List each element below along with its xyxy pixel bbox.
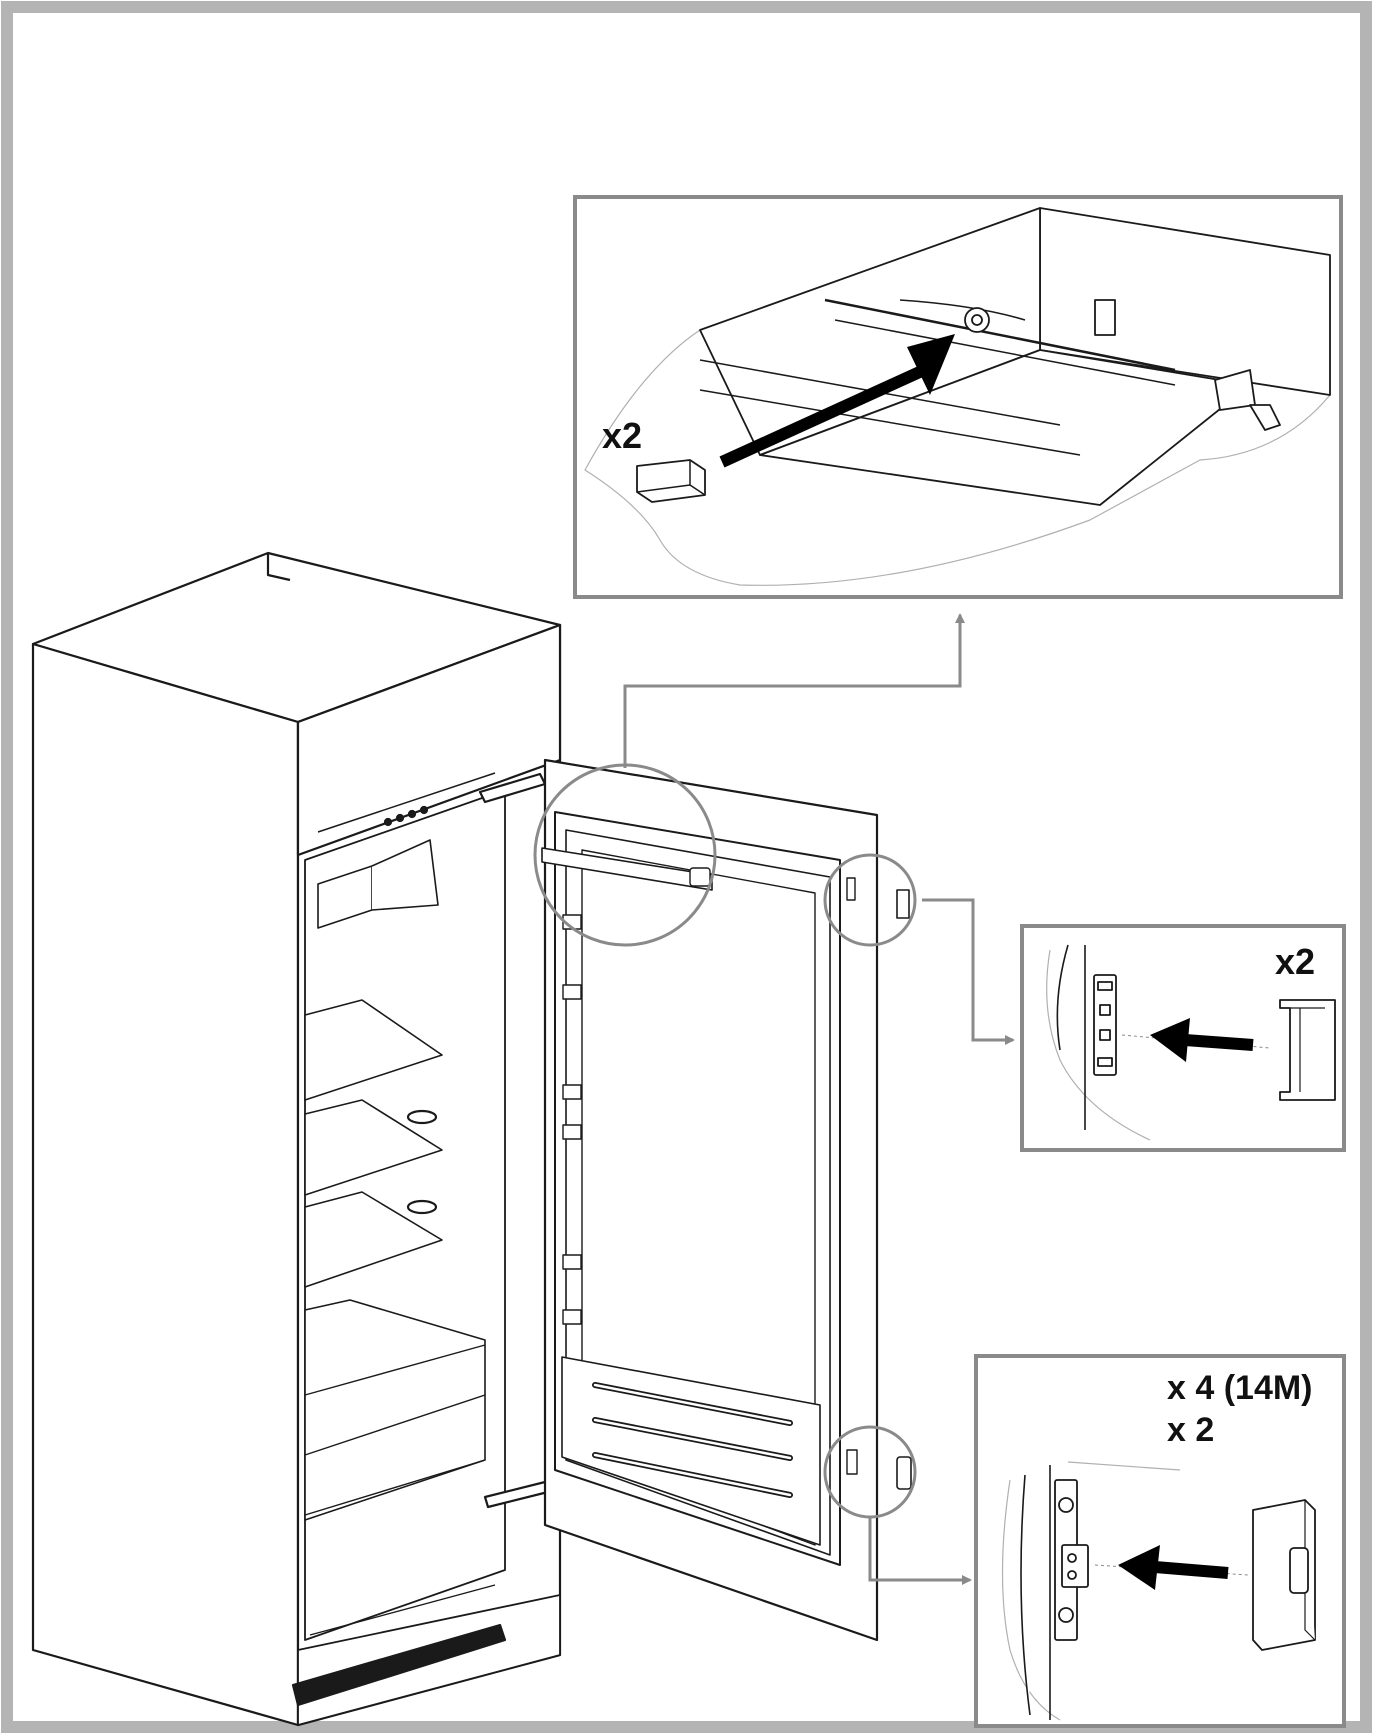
leader-line-top — [623, 613, 965, 768]
leader-line-mid — [922, 898, 1015, 1045]
quantity-label-middle: x2 — [1275, 941, 1316, 982]
refrigerator-cabinet — [31, 551, 562, 1727]
leader-lines — [623, 613, 1015, 1585]
quantity-label-bottom-1: x 4 (14M) — [1167, 1369, 1313, 1407]
quantity-label-top: x2 — [602, 415, 643, 456]
refrigerator-door — [541, 758, 912, 1642]
detail-box-bottom — [974, 1354, 1346, 1728]
highlight-circle-mid — [823, 853, 917, 947]
detail-box-top — [573, 195, 1343, 599]
quantity-label-bottom-2: x 2 — [1167, 1411, 1215, 1449]
detail-box-middle — [1020, 924, 1346, 1152]
leader-line-bot — [868, 1517, 972, 1585]
